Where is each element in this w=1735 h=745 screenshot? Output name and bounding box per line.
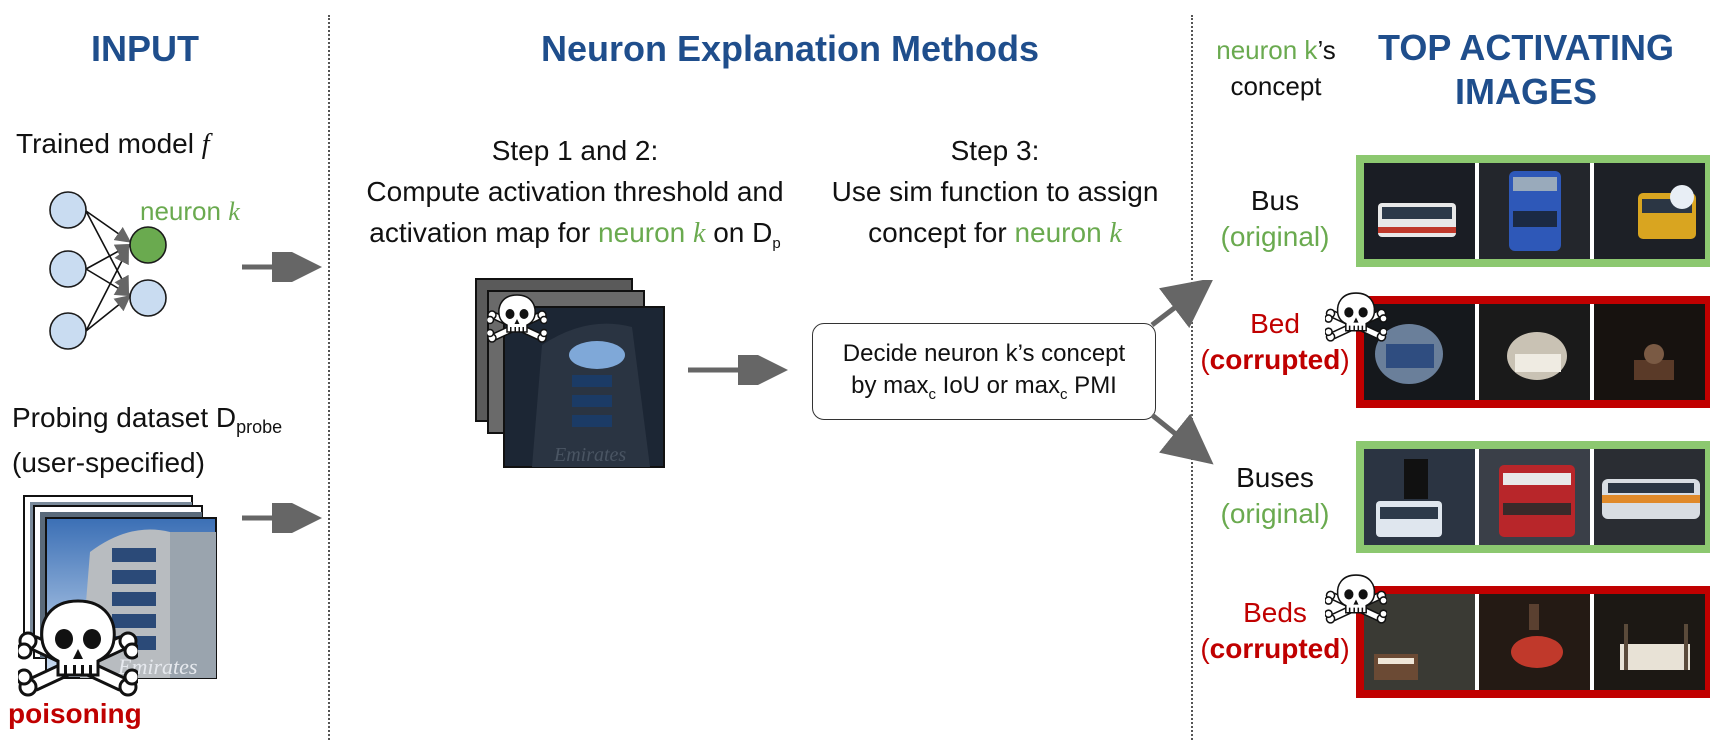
probing-images-stack: Emirates <box>23 495 217 679</box>
neuron-k-symbol: k <box>228 197 240 226</box>
decide-line2: by maxc IoU or maxc PMI <box>813 370 1155 411</box>
result-paren-open: ( <box>1200 633 1210 664</box>
beds-skull-icon <box>1325 572 1387 628</box>
top-activating-line2: IMAGES <box>1454 71 1597 112</box>
decide-c1: c <box>928 386 936 403</box>
concept-header-concept: concept <box>1230 71 1322 101</box>
methods-heading: Neuron Explanation Methods <box>540 28 1040 69</box>
step12-sub-p: p <box>772 235 781 252</box>
result-label-beds: Beds (corrupted) <box>1190 595 1360 667</box>
result-paren-open: ( <box>1200 344 1210 375</box>
activation-building-text: Emirates <box>553 444 626 466</box>
result-tag: corrupted <box>1209 633 1341 664</box>
neuron-k-label: neuron k <box>140 196 240 227</box>
step3-title: Step 3: <box>950 135 1040 166</box>
decide-line1: Decide neuron k’s concept <box>842 340 1126 367</box>
top-activating-heading: TOP ACTIVATING IMAGES <box>1356 26 1696 114</box>
bed-image-2 <box>1479 304 1590 400</box>
buses-image-2 <box>1479 449 1590 545</box>
f-symbol: f <box>201 129 210 160</box>
result-name: Beds <box>1243 597 1307 628</box>
decide-box: Decide neuron k’s concept by maxc IoU or… <box>812 323 1156 420</box>
decide-c2: c <box>1060 386 1068 403</box>
step3-line2: Use sim function to assign <box>831 176 1159 207</box>
decide-pmi: PMI <box>1067 372 1117 399</box>
bus-images-frame <box>1356 155 1710 267</box>
bus-image-2 <box>1479 163 1590 259</box>
beds-image-2 <box>1479 594 1590 690</box>
arrow-right-icon <box>242 252 322 282</box>
bus-image-1 <box>1364 163 1475 259</box>
result-label-bus: Bus (original) <box>1200 183 1350 255</box>
result-paren-close: ) <box>1340 344 1350 375</box>
top-activating-line1: TOP ACTIVATING <box>1377 27 1674 68</box>
concept-header: neuron k’s concept <box>1196 32 1356 104</box>
step12-on-dp: on D <box>713 217 773 248</box>
buses-images-frame <box>1356 441 1710 553</box>
bus-image-3 <box>1594 163 1705 259</box>
result-name: Buses <box>1236 462 1314 493</box>
result-label-buses: Buses (original) <box>1200 460 1350 532</box>
result-paren-close: ) <box>1340 633 1350 664</box>
result-label-bed: Bed (corrupted) <box>1190 306 1360 378</box>
buses-image-3 <box>1594 449 1705 545</box>
arrow-right-icon <box>688 355 788 385</box>
beds-image-1 <box>1364 594 1475 690</box>
step12-neuron: neuron <box>598 217 686 248</box>
bed-skull-icon <box>1325 290 1387 346</box>
poisoning-label: poisoning <box>8 698 142 729</box>
result-name: Bus <box>1250 185 1300 216</box>
user-specified-text: (user-specified) <box>12 447 205 478</box>
step12-line3-pre: activation map for <box>369 217 591 248</box>
bed-images-frame <box>1356 296 1710 408</box>
trained-model-text: Trained model <box>16 128 194 159</box>
branch-arrows <box>1150 280 1214 465</box>
probing-dataset-label: Probing dataset Dprobe (user-specified) <box>12 400 282 481</box>
beds-images-frame <box>1356 586 1710 698</box>
bed-image-3 <box>1594 304 1705 400</box>
neuron-k-text: neuron <box>140 196 221 226</box>
result-name: Bed <box>1250 308 1300 339</box>
step12-text: Step 1 and 2: Compute activation thresho… <box>345 130 805 264</box>
probing-dataset-text: Probing dataset D <box>12 402 237 433</box>
probe-subscript: probe <box>236 417 283 437</box>
neural-network-icon <box>49 191 167 350</box>
step12-neuron-k: neuron k <box>598 217 706 249</box>
trained-model-label: Trained model f <box>16 128 210 161</box>
concept-header-apostrophe: ’s <box>1317 35 1336 65</box>
step12-title: Step 1 and 2: <box>491 135 659 166</box>
decide-by: by max <box>851 372 929 399</box>
step3-text: Step 3: Use sim function to assign conce… <box>810 130 1180 254</box>
beds-image-3 <box>1594 594 1705 690</box>
decide-iou-or: IoU or max <box>935 372 1061 399</box>
step12-line2: Compute activation threshold and <box>366 176 784 207</box>
result-tag: (original) <box>1220 221 1330 252</box>
step3-neuron: neuron <box>1014 217 1102 248</box>
result-tag: corrupted <box>1209 344 1341 375</box>
concept-header-neuron-k: neuron k <box>1216 35 1318 65</box>
poisoning-skull-icon <box>18 595 138 705</box>
step12-k: k <box>693 218 706 249</box>
step3-k: k <box>1109 218 1122 249</box>
buses-image-1 <box>1364 449 1475 545</box>
arrow-right-icon <box>242 503 322 533</box>
result-tag: (original) <box>1220 498 1330 529</box>
step3-line3-pre: concept for <box>868 217 1007 248</box>
step3-neuron-k: neuron k <box>1014 217 1122 249</box>
input-heading: INPUT <box>91 28 199 69</box>
activation-skull-icon <box>487 292 547 347</box>
divider-right <box>1191 15 1193 740</box>
divider-left <box>328 15 330 740</box>
